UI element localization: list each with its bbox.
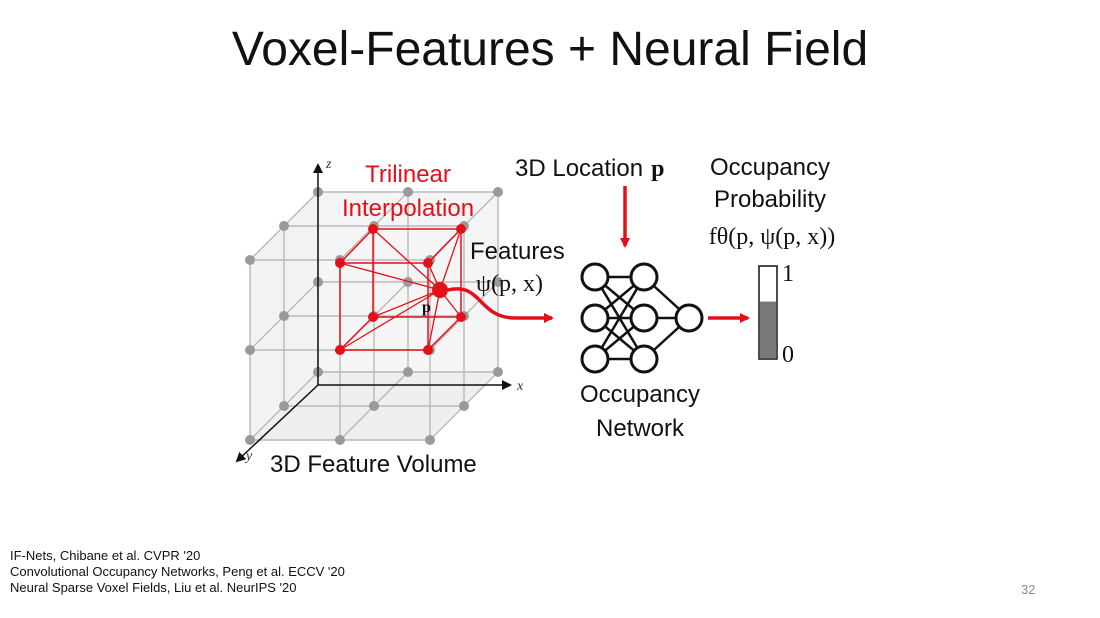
query-point (432, 282, 448, 298)
nn-neuron (580, 344, 610, 374)
network-label-line1: Occupancy (580, 381, 700, 408)
grid-line (373, 281, 409, 317)
bar-min-label: 0 (782, 342, 794, 368)
interp-corner-node (368, 224, 378, 234)
grid-line (339, 225, 375, 261)
grid-line (429, 315, 465, 351)
reference-item: IF-Nets, Chibane et al. CVPR '20 (10, 548, 201, 563)
trilinear-label-line2: Interpolation (342, 195, 474, 222)
grid-line (373, 191, 409, 227)
grid-line (249, 315, 285, 351)
output-formula: fθ(p, ψ(p, x)) (709, 224, 835, 250)
voxel-node (493, 367, 503, 377)
nn-edge (593, 276, 646, 360)
axis-y-label: y (244, 449, 253, 464)
interp-corner-node (335, 345, 345, 355)
interp-ray (427, 289, 441, 351)
grid-line (373, 371, 409, 407)
trilinear-interpolation: p (335, 224, 466, 355)
voxel-node (493, 277, 503, 287)
grid-line (339, 405, 375, 441)
output-label-line1: Occupancy (710, 154, 830, 181)
grid-line (463, 371, 499, 407)
volume-label: 3D Feature Volume (270, 451, 477, 478)
grid-line (463, 191, 499, 227)
voxel-node (459, 401, 469, 411)
output-label-line2: Probability (714, 186, 826, 213)
voxel-node (369, 401, 379, 411)
voxel-node (493, 187, 503, 197)
voxel-node (279, 311, 289, 321)
reference-item: Convolutional Occupancy Networks, Peng e… (10, 564, 345, 579)
grid-line (283, 191, 319, 227)
axis-x-label: x (516, 379, 524, 394)
references: IF-Nets, Chibane et al. CVPR '20 Convolu… (10, 548, 345, 596)
feature-arrow (447, 287, 554, 323)
grid-line (463, 281, 499, 317)
features-label: Features (470, 238, 565, 265)
network-label-line2: Network (596, 415, 685, 442)
interp-corner-node (456, 224, 466, 234)
interp-corner-node (423, 345, 433, 355)
grid-line (283, 281, 319, 317)
interp-ray (372, 289, 441, 318)
interp-cell-edge (339, 228, 374, 264)
trilinear-label-line1: Trilinear (365, 161, 451, 188)
axis-y-line (235, 384, 319, 463)
interp-corner-node (335, 258, 345, 268)
page-number: 32 (1021, 582, 1036, 597)
voxel-node (245, 435, 255, 445)
grid-line (283, 371, 319, 407)
nn-neuron (580, 303, 610, 333)
grid-line (429, 405, 465, 441)
nn-neuron (580, 262, 610, 292)
bar-max-label: 1 (782, 261, 794, 287)
reference-item: Neural Sparse Voxel Fields, Liu et al. N… (10, 580, 297, 595)
voxel-node (403, 187, 413, 197)
interp-corner-node (423, 258, 433, 268)
interp-cell-edge (339, 316, 374, 351)
slide-title: Voxel-Features + Neural Field (231, 23, 869, 76)
interp-ray (439, 228, 462, 291)
interp-cell-edge (427, 228, 462, 264)
voxel-node (403, 367, 413, 377)
nn-neuron (629, 303, 659, 333)
axes: x z y (235, 157, 524, 464)
voxel-node (425, 435, 435, 445)
grid-line (249, 225, 285, 261)
probability-bar (758, 265, 778, 360)
interp-ray (339, 289, 441, 351)
probability-bar-fill (760, 301, 776, 358)
features-formula: ψ(p, x) (476, 271, 543, 297)
interp-corner-node (368, 312, 378, 322)
occupancy-network (580, 262, 704, 374)
nn-neuron (674, 303, 704, 333)
interp-ray (372, 228, 441, 291)
interp-corner-node (456, 312, 466, 322)
interp-ray (339, 262, 441, 291)
nn-neuron (629, 262, 659, 292)
interp-cell-edge (427, 316, 462, 351)
voxel-node (245, 345, 255, 355)
axis-z-label: z (325, 157, 332, 172)
query-point-label: p (422, 299, 431, 316)
voxel-node (279, 221, 289, 231)
grid-line (249, 405, 285, 441)
nn-neuron (629, 344, 659, 374)
voxel-node (279, 401, 289, 411)
voxel-node (245, 255, 255, 265)
voxel-node (335, 435, 345, 445)
